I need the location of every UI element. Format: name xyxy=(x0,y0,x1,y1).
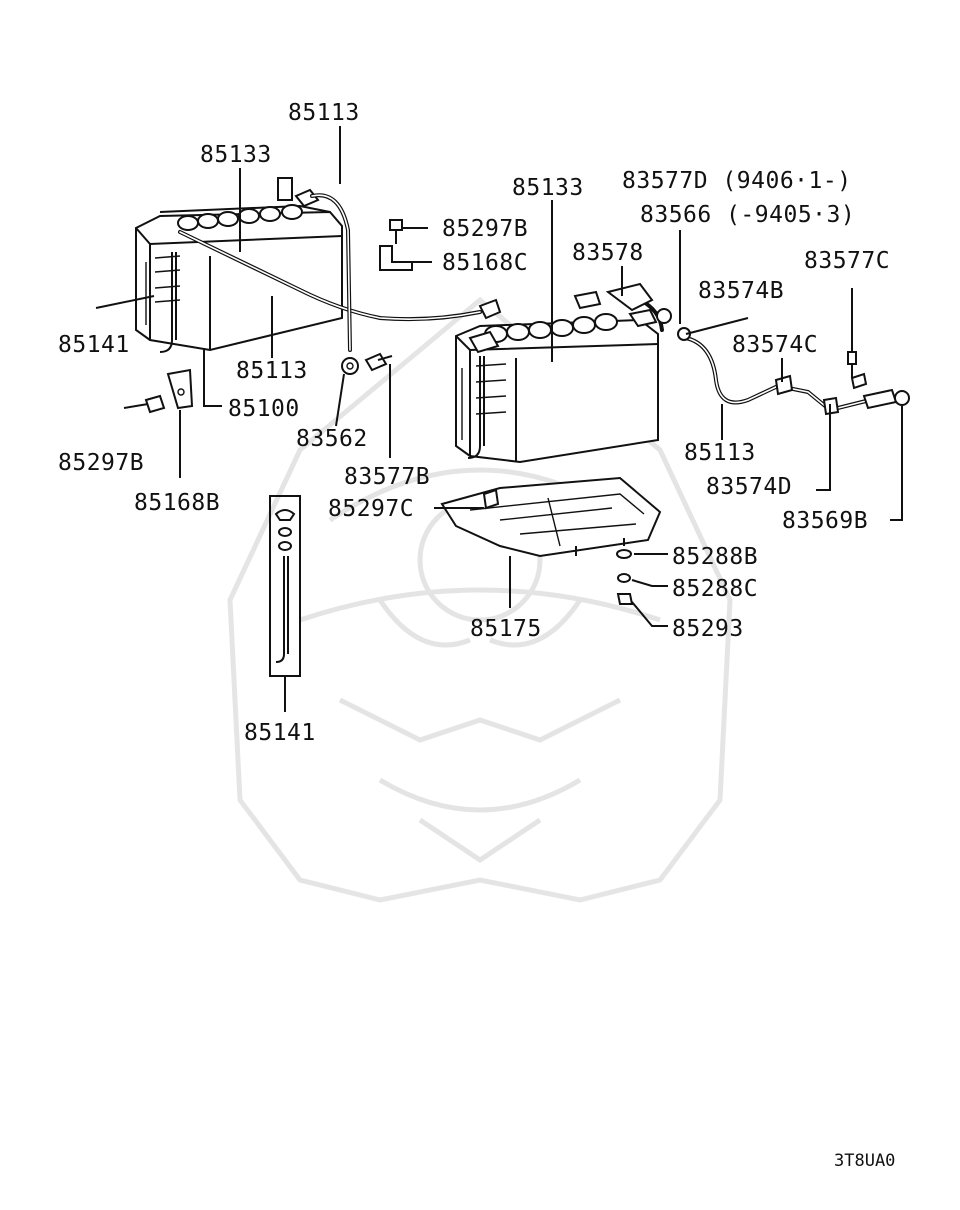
label-85113-mid: 85113 xyxy=(236,358,308,384)
label-85168B: 85168B xyxy=(134,490,220,516)
label-85293: 85293 xyxy=(672,616,744,642)
label-85141-left: 85141 xyxy=(58,332,130,358)
hold-down-rod-detail xyxy=(269,495,301,677)
left-hold-rod xyxy=(159,252,173,353)
label-85133-left: 85133 xyxy=(200,142,272,168)
battery-tray xyxy=(440,476,662,558)
label-83577C: 83577C xyxy=(804,248,890,274)
label-83578: 83578 xyxy=(572,240,644,266)
label-83574B: 83574B xyxy=(698,278,784,304)
label-85100: 85100 xyxy=(228,396,300,422)
label-85297B-left: 85297B xyxy=(58,450,144,476)
label-85133-right: 85133 xyxy=(512,175,584,201)
label-85297C: 85297C xyxy=(328,496,414,522)
label-83562: 83562 xyxy=(296,426,368,452)
watermark-logo xyxy=(227,296,733,903)
label-83577B: 83577B xyxy=(344,464,430,490)
label-85141-bottom: 85141 xyxy=(244,720,316,746)
right-battery xyxy=(455,308,659,464)
label-85113-top: 85113 xyxy=(288,100,360,126)
label-85297B-top: 85297B xyxy=(442,216,528,242)
label-83569B: 83569B xyxy=(782,508,868,534)
left-battery xyxy=(135,177,343,352)
part-labels: 85113 85133 85133 83577D (9406·1-) 83566… xyxy=(58,100,895,1171)
label-85288C: 85288C xyxy=(672,576,758,602)
label-85288B: 85288B xyxy=(672,544,758,570)
label-85113-right: 85113 xyxy=(684,440,756,466)
label-83574C: 83574C xyxy=(732,332,818,358)
label-85175: 85175 xyxy=(470,616,542,642)
label-83577D: 83577D (9406·1-) xyxy=(622,168,852,194)
leader-lines xyxy=(95,126,903,712)
label-83566: 83566 (-9405·3) xyxy=(640,202,855,228)
diagram-code: 3T8UA0 xyxy=(834,1151,895,1171)
label-85168C: 85168C xyxy=(442,250,528,276)
battery-cables xyxy=(178,193,872,413)
label-83574D: 83574D xyxy=(706,474,792,500)
